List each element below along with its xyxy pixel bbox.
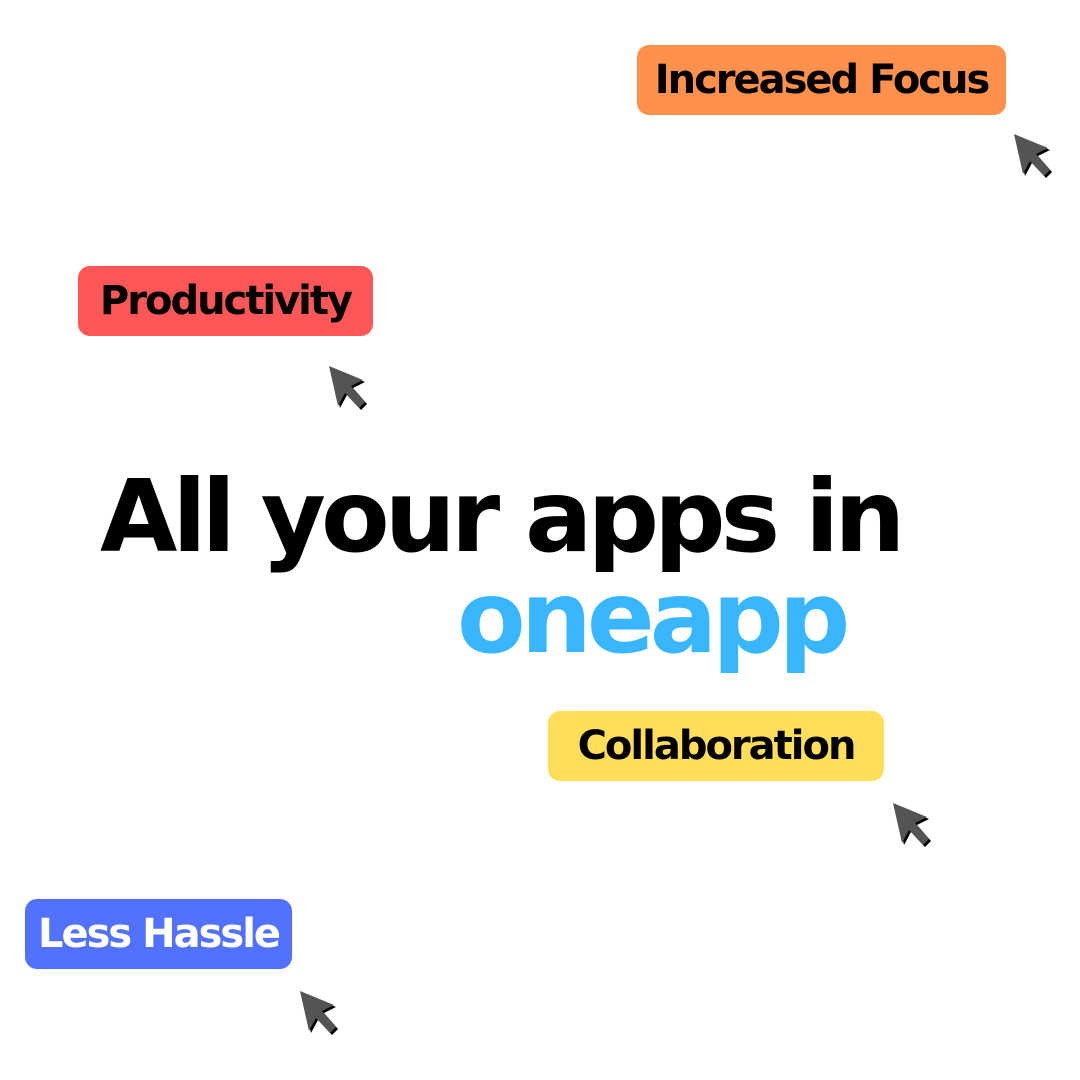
productivity-tag: Productivity — [78, 266, 373, 336]
mouse-pointer-icon — [300, 991, 338, 1035]
collaboration-tag: Collaboration — [548, 711, 884, 781]
mouse-pointer-icon — [893, 803, 931, 847]
less-hassle-tag: Less Hassle — [25, 899, 292, 969]
productivity-label: Productivity — [99, 278, 353, 324]
less-hassle-label: Less Hassle — [37, 911, 281, 957]
mouse-pointer-icon — [329, 366, 367, 410]
increased-focus-label: Increased Focus — [654, 57, 991, 103]
brand-text: oneapp — [457, 559, 850, 676]
brand-name: oneapp — [457, 568, 850, 673]
headline: All your apps in — [100, 462, 905, 572]
collaboration-label: Collaboration — [577, 723, 857, 769]
mouse-pointer-icon — [1014, 134, 1052, 178]
headline-text: All your apps in — [100, 458, 905, 575]
increased-focus-tag: Increased Focus — [637, 45, 1006, 115]
